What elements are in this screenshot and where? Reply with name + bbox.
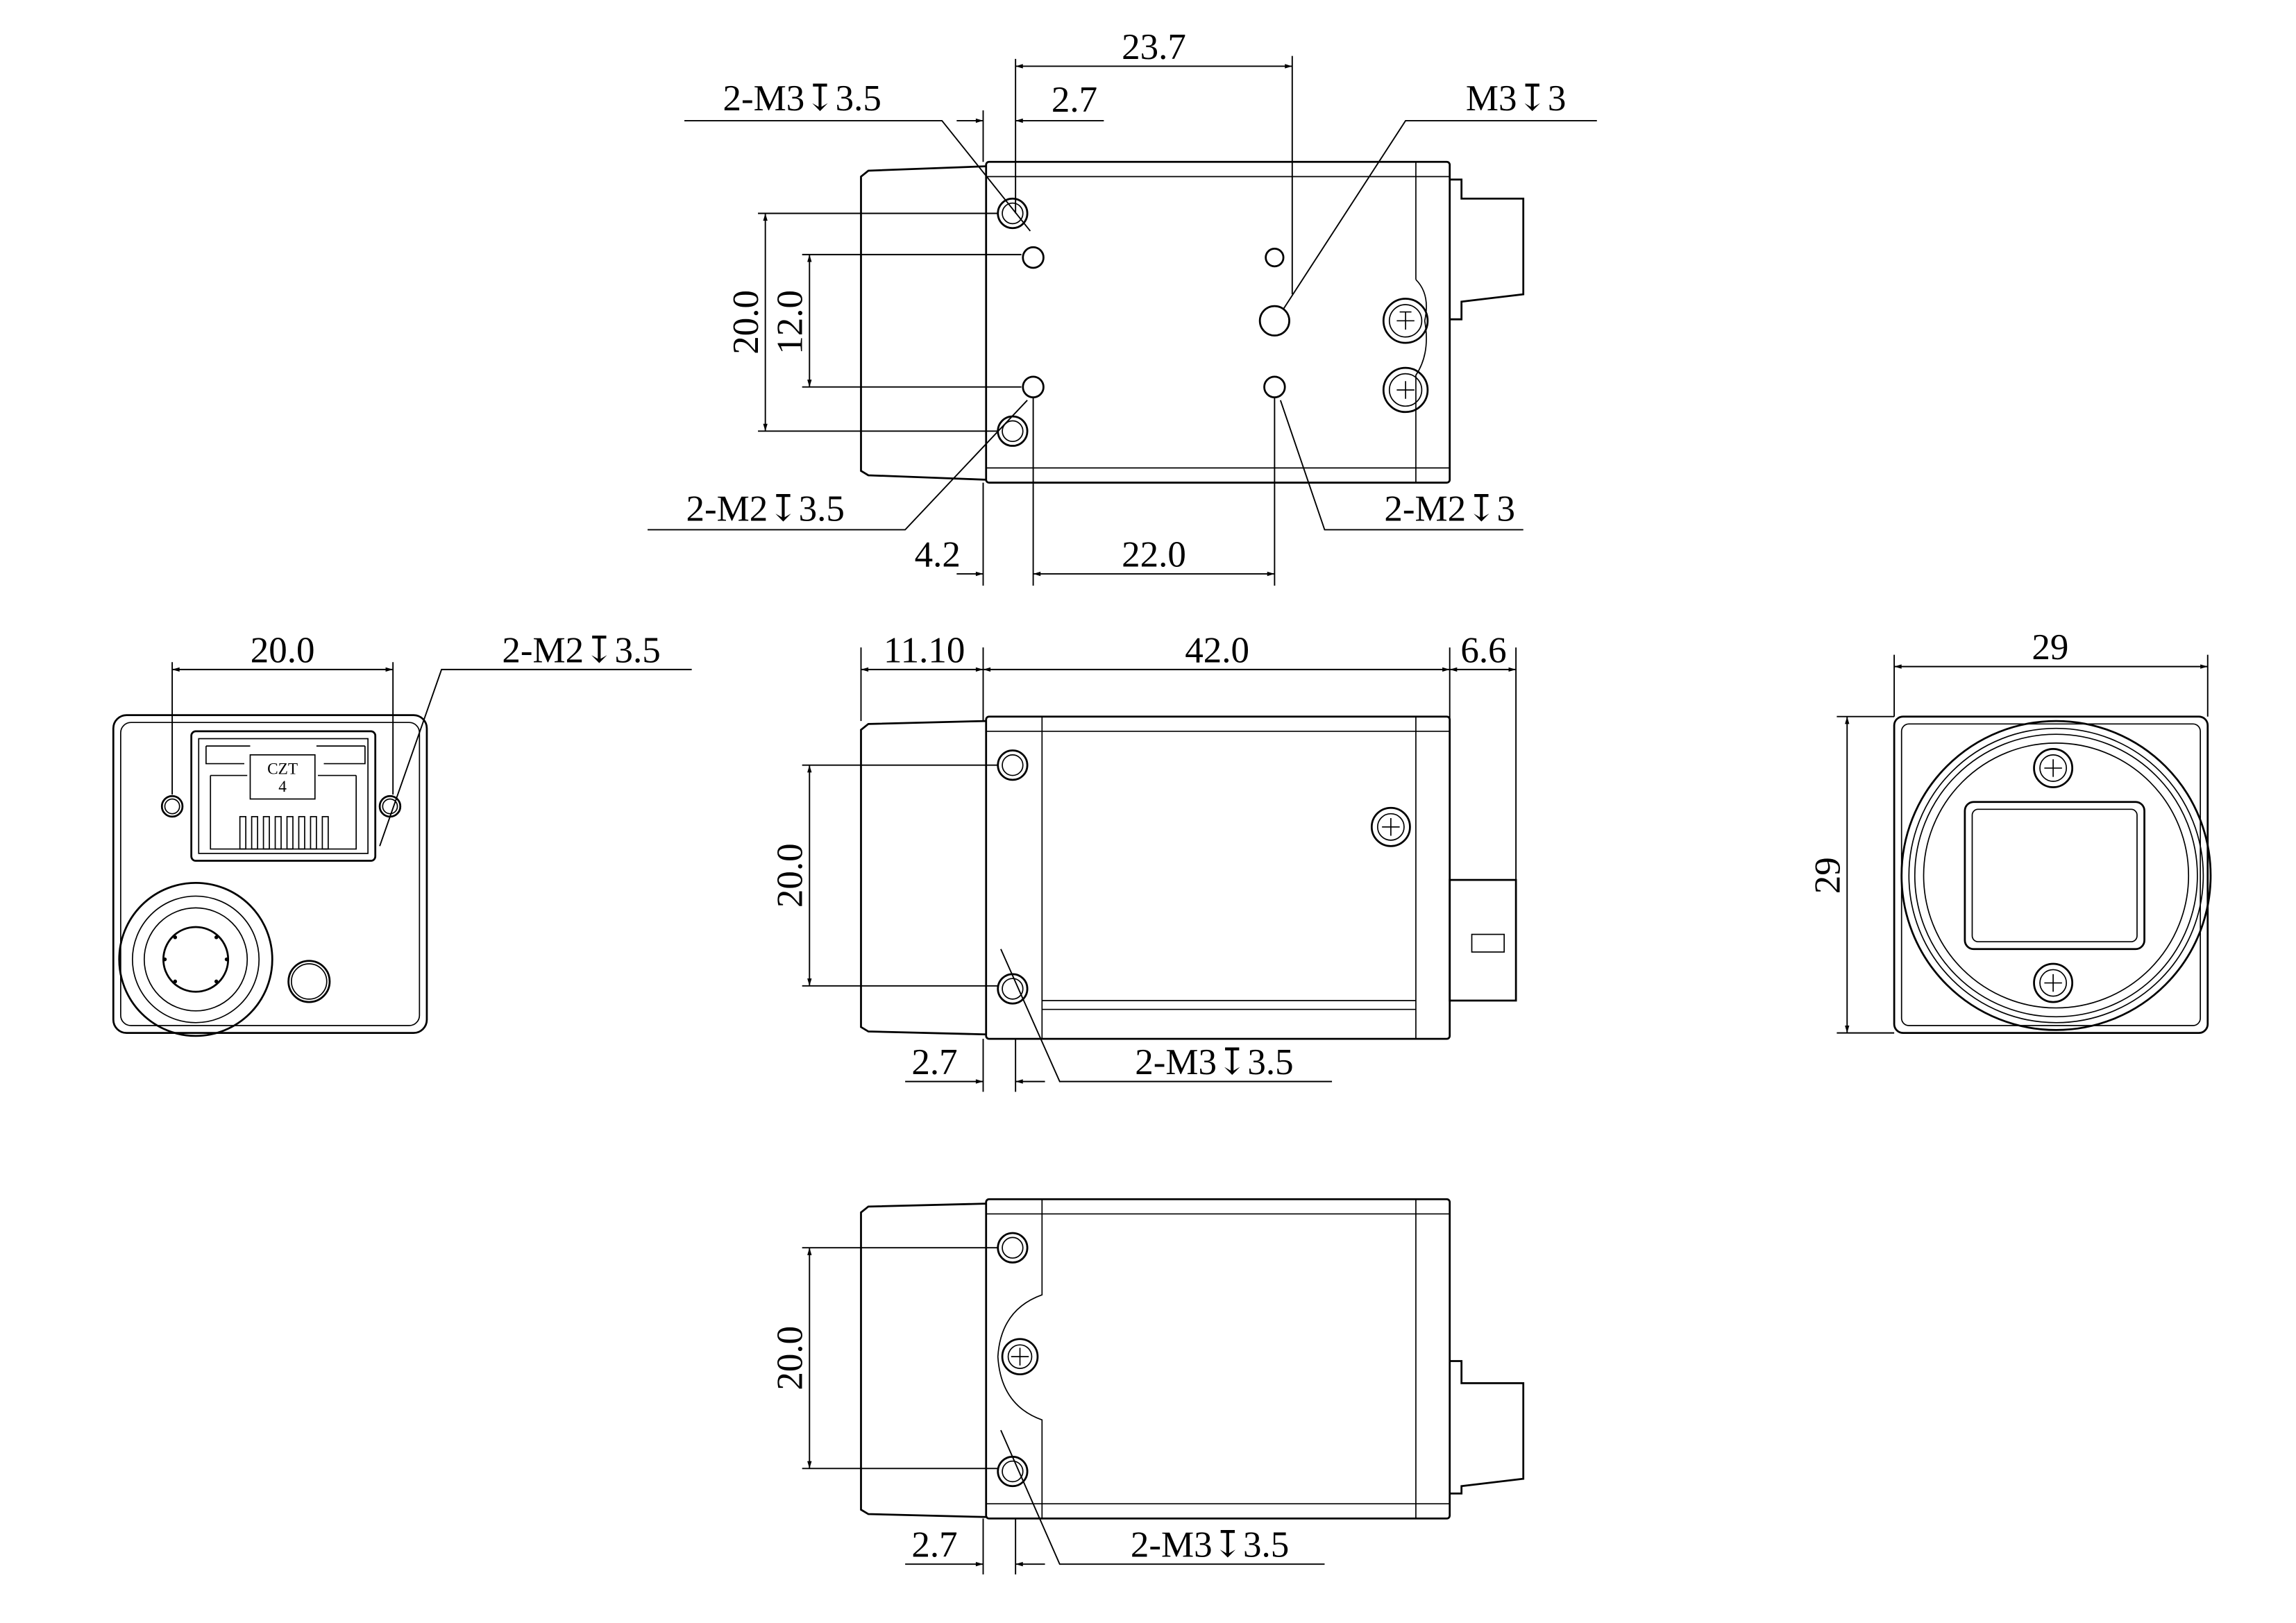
bottom-view: 20.0 2.7 2-M3↧3.5 <box>770 1198 1525 1574</box>
callout-m2-right: 2-M2↧3 <box>1384 489 1515 529</box>
dim-height-29: 29 <box>1808 857 1848 894</box>
lens-mount <box>1900 720 2212 1031</box>
rj45-pin <box>239 816 246 850</box>
dim-width-29: 29 <box>2032 627 2068 668</box>
callout-m2: 2-M2↧3.5 <box>502 630 660 670</box>
screw-icon <box>2033 747 2074 788</box>
dim-6-6: 6.6 <box>1460 630 1506 670</box>
top-view: 23.7 2.7 20.0 12.0 4.2 22.0 2-M3↧3.5 M3↧… <box>648 27 1597 586</box>
rj45-pin <box>286 816 294 850</box>
camera-body <box>985 715 1451 1040</box>
rear-view: CZT 4 20.0 2-M2↧3.5 <box>112 630 692 1037</box>
dim-2-7: 2.7 <box>911 1525 957 1565</box>
dim-2-7: 2.7 <box>911 1042 957 1082</box>
rj45-pin <box>298 816 305 850</box>
dim-11-10: 11.10 <box>884 630 965 670</box>
rj45-pin <box>310 816 317 850</box>
power-connector <box>118 881 273 1037</box>
screw-icon <box>1001 1338 1039 1375</box>
mounting-holes <box>997 197 1290 447</box>
camera-body <box>985 1198 1451 1520</box>
image-sensor <box>1964 801 2145 951</box>
callout-m3: 2-M3↧3.5 <box>1131 1525 1289 1565</box>
screw-icon <box>2033 962 2074 1003</box>
rj45-pin <box>321 816 329 850</box>
callout-m3-left: 2-M3↧3.5 <box>723 78 881 119</box>
connector-label-2: 4 <box>278 778 287 796</box>
dim-23-7: 23.7 <box>1122 27 1186 67</box>
dim-12-0: 12.0 <box>770 290 811 355</box>
dim-20-0: 20.0 <box>770 1326 811 1391</box>
rj45-pin <box>251 816 258 850</box>
rj45-pin <box>274 816 282 850</box>
callout-m3-right: M3↧3 <box>1466 78 1567 119</box>
connector <box>1449 1360 1525 1495</box>
rj45-port: CZT 4 <box>190 730 377 862</box>
screw-icon <box>1382 298 1429 414</box>
dim-2-7: 2.7 <box>1052 80 1097 120</box>
led-indicator <box>287 960 331 1003</box>
dim-20-0: 20.0 <box>251 630 315 670</box>
front-view: 29 29 <box>1808 627 2212 1035</box>
connector-label: CZT <box>267 760 298 778</box>
side-view: 11.10 42.0 6.6 20.0 2.7 2-M3↧3.5 <box>770 630 1517 1092</box>
callout-m3: 2-M3↧3.5 <box>1135 1042 1293 1082</box>
callout-m2-left: 2-M2↧3.5 <box>686 489 844 529</box>
connector <box>1449 878 1517 1002</box>
camera-body <box>985 160 1451 484</box>
screw-icon <box>1370 806 1411 847</box>
dim-42-0: 42.0 <box>1185 630 1249 670</box>
dim-22-0: 22.0 <box>1122 534 1186 575</box>
camera-body <box>1893 715 2209 1035</box>
connector <box>1449 178 1525 321</box>
dim-20-0: 20.0 <box>770 843 811 908</box>
dim-4-2: 4.2 <box>915 534 961 575</box>
lens-housing <box>860 165 986 481</box>
camera-body <box>112 714 428 1035</box>
dim-20-0: 20.0 <box>726 290 766 355</box>
rj45-pin <box>262 816 270 850</box>
